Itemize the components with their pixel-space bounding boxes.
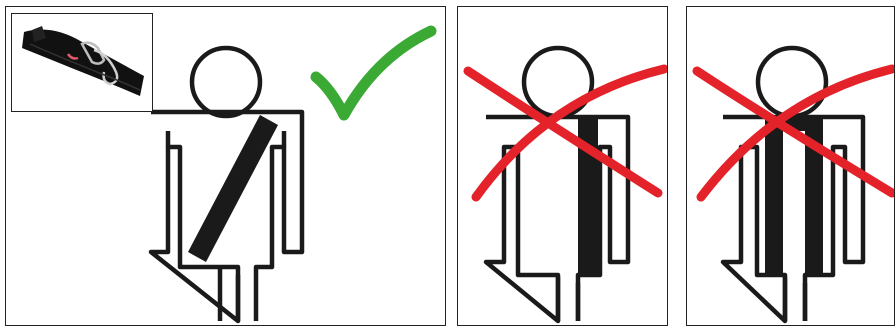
cross-mark-icon	[468, 69, 664, 197]
leg-inner	[558, 277, 578, 321]
head	[758, 48, 826, 116]
strap-product-photo	[11, 13, 153, 112]
panel-incorrect-double	[686, 6, 895, 326]
strap-vertical-left	[765, 117, 783, 273]
panel-incorrect-single	[457, 6, 668, 326]
head	[192, 48, 260, 116]
panel-correct	[5, 6, 446, 326]
check-mark-icon	[316, 31, 431, 115]
figure-incorrect-double	[687, 7, 895, 326]
strap-product-icon	[12, 14, 154, 113]
figure-incorrect-single	[458, 7, 668, 326]
strap-diagonal	[188, 115, 278, 262]
leg-inner	[785, 277, 805, 321]
